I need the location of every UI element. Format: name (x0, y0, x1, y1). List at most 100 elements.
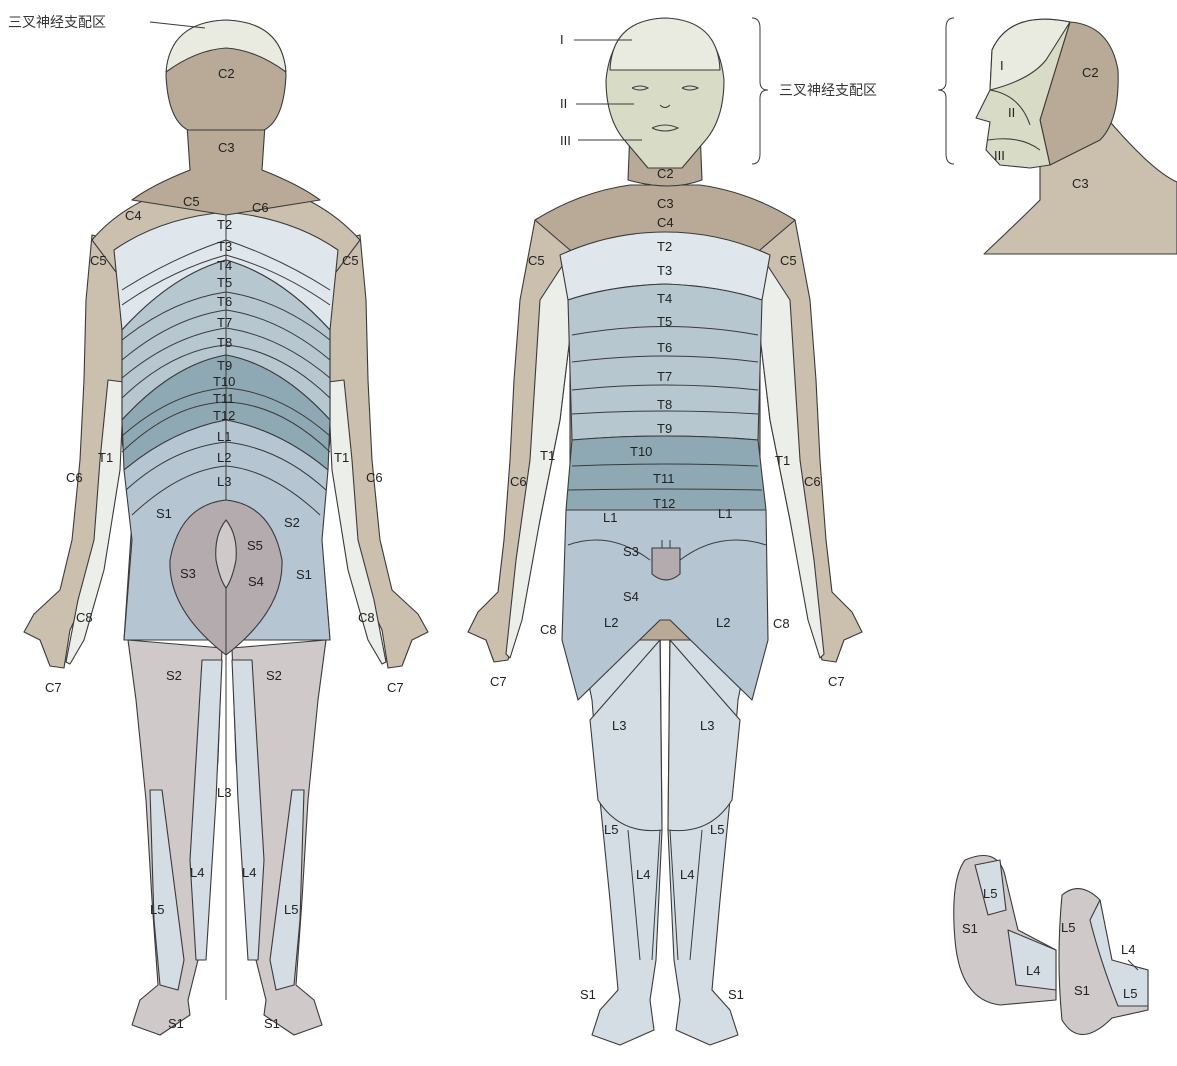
front-label: L1 (718, 506, 732, 521)
feet-label: L4 (1026, 963, 1040, 978)
front-lumbar (562, 510, 768, 700)
back-label: T1 (98, 450, 113, 465)
front-label: L5 (710, 822, 724, 837)
feet-label: L5 (983, 886, 997, 901)
front-label: T1 (540, 448, 555, 463)
back-label: T10 (213, 374, 235, 389)
back-label: S1 (296, 567, 312, 582)
front-label: T11 (653, 471, 674, 486)
back-trigeminal-label: 三叉神经支配区 (8, 15, 106, 31)
front-genital (652, 548, 680, 580)
head-brace (938, 18, 954, 164)
front-label: T6 (657, 340, 672, 355)
back-label: L3 (217, 474, 231, 489)
front-mid-band (568, 284, 762, 440)
front-label: T7 (657, 369, 672, 384)
front-label: C6 (804, 474, 821, 489)
front-label: S3 (623, 544, 639, 559)
head-label: C3 (1072, 176, 1089, 191)
head-label: I (1000, 58, 1004, 73)
back-label: T9 (217, 358, 232, 373)
head-label: II (1008, 105, 1015, 120)
front-label: L2 (604, 615, 618, 630)
back-label: C3 (218, 140, 235, 155)
back-label: C8 (358, 610, 375, 625)
back-label: T6 (217, 294, 232, 309)
front-label: II (560, 96, 567, 111)
back-label: L1 (217, 429, 231, 444)
front-label: T1 (775, 453, 790, 468)
front-label: I (560, 32, 564, 47)
back-label: S2 (284, 515, 300, 530)
back-label: S4 (248, 574, 264, 589)
front-label: L5 (604, 822, 618, 837)
back-label: T4 (217, 258, 232, 273)
back-label: T8 (217, 335, 232, 350)
feet-view: L5 S1 L4 L5 S1 L4 L5 (954, 856, 1148, 1035)
back-label: C5 (342, 253, 359, 268)
front-label: C5 (528, 253, 545, 268)
back-label: T1 (334, 450, 349, 465)
back-label: L5 (284, 902, 298, 917)
head-side-view: I II III C2 C3 (938, 18, 1177, 254)
front-label: S4 (623, 589, 639, 604)
front-label: L4 (680, 867, 694, 882)
back-label: C2 (218, 66, 235, 81)
back-label: L2 (217, 450, 231, 465)
back-label: C7 (387, 680, 404, 695)
front-label: T12 (653, 496, 675, 511)
back-label: L4 (242, 865, 256, 880)
head-label: III (994, 148, 1005, 163)
front-label: III (560, 133, 571, 148)
back-label: L3 (217, 785, 231, 800)
head-label: C2 (1082, 65, 1099, 80)
back-label: C5 (90, 253, 107, 268)
front-label: C3 (657, 196, 674, 211)
front-label: T9 (657, 421, 672, 436)
front-label: C6 (510, 474, 527, 489)
front-label: L1 (603, 510, 617, 525)
back-label: C4 (125, 208, 142, 223)
front-label: T4 (657, 291, 672, 306)
back-label: C6 (252, 200, 269, 215)
front-label: T5 (657, 314, 672, 329)
back-label: S2 (266, 668, 282, 683)
front-trigeminal-label: 三叉神经支配区 (779, 83, 877, 99)
back-label: C7 (45, 680, 62, 695)
front-label: C8 (773, 616, 790, 631)
front-label: T8 (657, 397, 672, 412)
back-label: T12 (213, 408, 235, 423)
front-label: C7 (490, 674, 507, 689)
feet-label: L4 (1121, 942, 1135, 957)
front-label: L3 (612, 718, 626, 733)
front-label: T3 (657, 263, 672, 278)
back-label: S5 (247, 538, 263, 553)
back-label: S1 (168, 1016, 184, 1031)
back-label: T11 (213, 391, 234, 406)
back-label: L4 (190, 865, 204, 880)
feet-label: L5 (1123, 986, 1137, 1001)
back-label: T7 (217, 315, 232, 330)
front-label: L4 (636, 867, 650, 882)
back-label: S1 (156, 506, 172, 521)
front-label: S1 (728, 987, 744, 1002)
feet-label: S1 (1074, 983, 1090, 998)
front-label: L2 (716, 615, 730, 630)
back-label: C6 (66, 470, 83, 485)
front-view-figure: 三叉神经支配区 I II III C2 C3 C4 T2 T3 T4 T5 T6… (468, 18, 877, 1045)
back-label: S2 (166, 668, 182, 683)
back-label: T3 (217, 239, 232, 254)
front-brace (752, 18, 768, 164)
feet-label: L5 (1061, 920, 1075, 935)
front-label: C5 (780, 253, 797, 268)
front-label: T2 (657, 239, 672, 254)
back-label: C5 (183, 194, 200, 209)
back-view-figure: 三叉神经支配区 C2 C3 C4 C5 C6 C5 C5 C6 C6 T1 T1… (8, 15, 428, 1035)
front-label: T10 (630, 444, 652, 459)
front-label: C7 (828, 674, 845, 689)
back-label: S3 (180, 566, 196, 581)
back-label: T2 (217, 217, 232, 232)
front-label: C8 (540, 622, 557, 637)
back-label: L5 (150, 902, 164, 917)
